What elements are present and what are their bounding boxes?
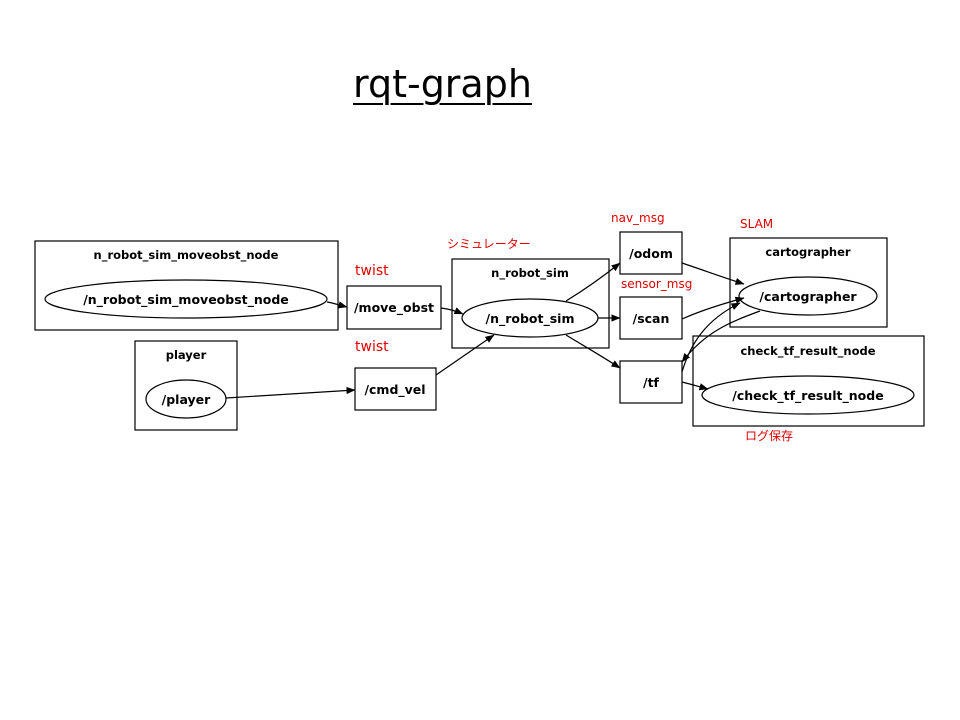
group-check-tf[interactable]: check_tf_result_node /check_tf_result_no… (692, 335, 925, 427)
topic-cmd-vel[interactable]: /cmd_vel (354, 367, 437, 411)
edge-tf-to-check-tf (681, 381, 709, 391)
node-moveobst-label: /n_robot_sim_moveobst_node (83, 292, 289, 308)
node-check-tf[interactable] (701, 375, 915, 415)
node-cartographer[interactable] (738, 276, 878, 316)
node-player[interactable] (145, 379, 227, 419)
node-check-tf-label: /check_tf_result_node (732, 388, 883, 404)
annotation-simulator: シミュレーター (447, 237, 531, 251)
topic-tf[interactable]: /tf (619, 360, 683, 404)
group-player-label: player (166, 348, 207, 362)
annotation-sensor-msg: sensor_msg (621, 277, 692, 291)
topic-tf-label: /tf (643, 375, 660, 390)
group-robot-sim-label: n_robot_sim (491, 266, 569, 281)
edge-cartographer-to-tf (681, 310, 761, 363)
group-robot-sim[interactable]: n_robot_sim /n_robot_sim (451, 258, 610, 349)
topic-odom-box (619, 231, 683, 275)
edge-moveobst-to-move-obst (326, 301, 348, 309)
topic-move-obst-label: /move_obst (354, 300, 434, 316)
topic-move-obst-box (346, 285, 442, 330)
annotation-slam: SLAM (740, 217, 773, 231)
edge-tf-to-cartographer (681, 302, 741, 373)
topic-cmd-vel-label: /cmd_vel (364, 382, 425, 398)
edge-cmd-vel-to-robot-sim (435, 334, 495, 376)
annotation-twist-bottom: twist (355, 339, 389, 355)
group-moveobst-node[interactable]: n_robot_sim_moveobst_node /n_robot_sim_m… (34, 240, 339, 331)
topic-scan-label: /scan (633, 311, 670, 326)
node-moveobst[interactable] (44, 279, 328, 319)
topic-odom-label: /odom (629, 246, 673, 261)
page-title: rqt-graph (353, 62, 532, 106)
annotation-nav-msg: nav_msg (611, 211, 665, 225)
topic-scan[interactable]: /scan (619, 296, 683, 340)
edge-scan-to-cartographer (681, 296, 745, 320)
topic-move-obst[interactable]: /move_obst (346, 285, 442, 330)
edge-robot-sim-to-odom (565, 262, 621, 302)
edge-player-to-cmd-vel (225, 386, 356, 399)
topic-cmd-vel-box (354, 367, 437, 411)
group-moveobst-label: n_robot_sim_moveobst_node (94, 248, 279, 263)
group-cartographer-label: cartographer (765, 245, 851, 259)
node-robot-sim-label: /n_robot_sim (486, 311, 575, 327)
edge-robot-sim-to-tf (565, 334, 621, 369)
annotation-log-save: ログ保存 (745, 429, 793, 443)
group-player[interactable]: player /player (134, 340, 238, 431)
group-check-tf-label: check_tf_result_node (740, 344, 875, 359)
edge-move-obst-to-robot-sim (440, 307, 464, 315)
node-player-label: /player (162, 392, 211, 407)
topic-odom[interactable]: /odom (619, 231, 683, 275)
node-cartographer-label: /cartographer (759, 289, 857, 304)
annotation-twist-top: twist (355, 263, 389, 279)
edge-odom-to-cartographer (681, 262, 745, 285)
